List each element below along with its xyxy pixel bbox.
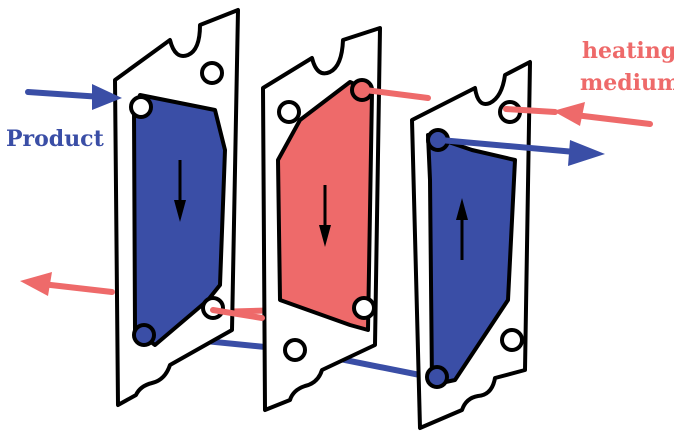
plate-1 — [113, 8, 240, 407]
heating-connector-front — [210, 307, 265, 321]
product-label: Product — [6, 126, 105, 152]
plate-2-port-top-left — [277, 100, 301, 124]
heating-outlet-arrow — [20, 272, 115, 296]
plate-2-port-bottom-right — [352, 296, 376, 320]
plate-1-port-top-right — [200, 61, 224, 85]
plate-3 — [410, 60, 532, 430]
plate-1-flow-arrow-down — [174, 160, 186, 222]
product-outlet-arrow — [437, 137, 605, 166]
plate-1-port-bottom-left — [132, 323, 156, 347]
plate-1-port-top-left — [129, 95, 153, 119]
heating-inlet-arrow — [553, 102, 653, 127]
plate-3-port-bottom-left — [425, 365, 449, 389]
product-inlet-arrow — [25, 84, 122, 110]
heating-medium-label-line1: heating — [582, 38, 674, 64]
plate-3-gasket-field — [426, 133, 517, 387]
plate-3-flow-arrow-up — [456, 198, 468, 260]
plate-2-flow-arrow-down — [319, 185, 331, 247]
plate-3-port-bottom-right — [500, 328, 524, 352]
plate-2-port-bottom-left — [283, 338, 307, 362]
front-pipes — [20, 84, 653, 321]
heating-medium-label-line2: medium — [580, 70, 674, 96]
heating-pipe-top-right — [503, 106, 558, 115]
heating-pipe-top-middle — [362, 87, 431, 101]
plate-2 — [261, 26, 382, 412]
